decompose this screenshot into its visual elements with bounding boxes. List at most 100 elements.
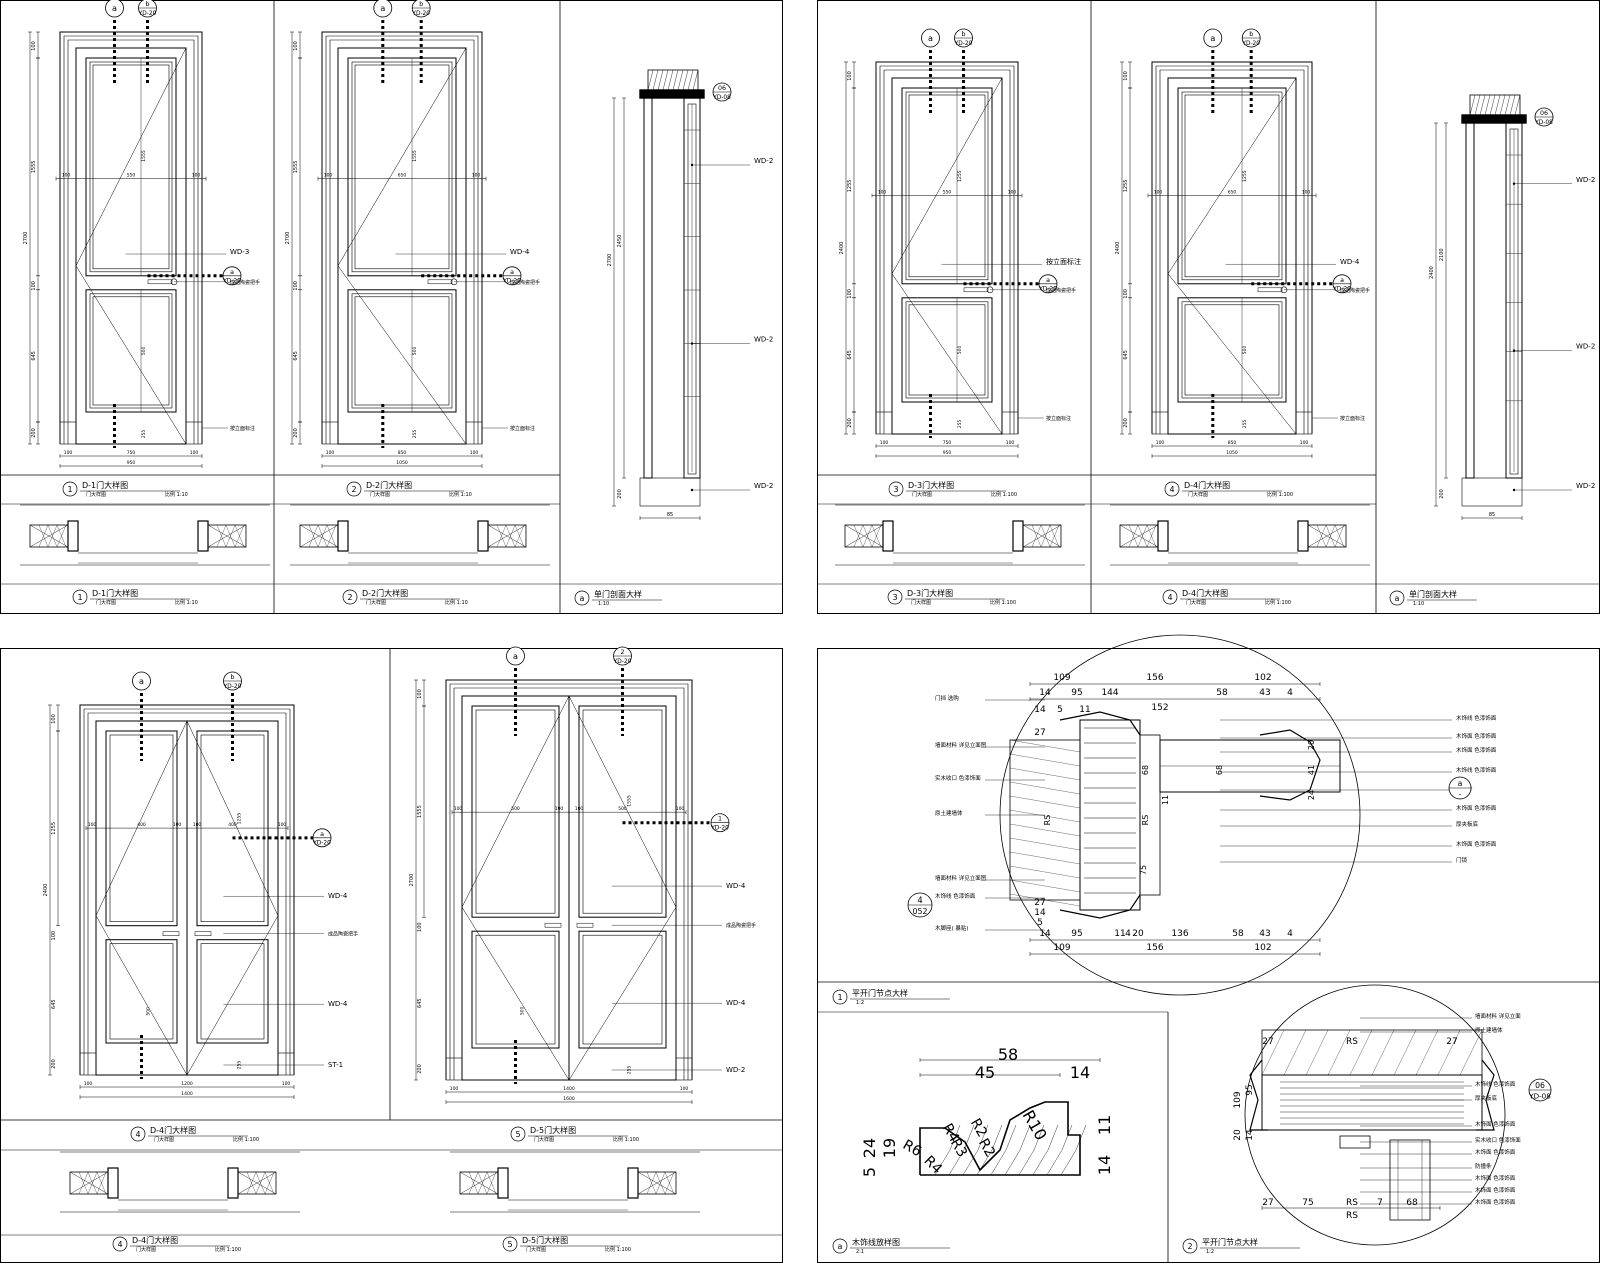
marker-top-text: b xyxy=(962,31,966,38)
dimension-text: 255 xyxy=(412,430,418,439)
dimension-text: 24 xyxy=(1307,790,1316,800)
hatch-line xyxy=(514,524,525,548)
door-swing-line xyxy=(891,77,1003,435)
dimension-text: R4 xyxy=(921,1153,946,1178)
marker-text: a xyxy=(139,676,144,686)
dimension-text: 95 xyxy=(1071,929,1082,939)
marker-top-text: a xyxy=(1046,277,1050,284)
sheet-frame-top-right xyxy=(817,0,1600,614)
jamb-left xyxy=(497,1167,509,1199)
dimension-text: 100 xyxy=(1123,71,1129,81)
hatch-line xyxy=(1009,739,1081,753)
dimension-text: 100 xyxy=(470,450,479,456)
upper-panel xyxy=(85,57,177,277)
architrave-outline xyxy=(321,31,483,444)
title-text: D-2门大样图 xyxy=(366,480,412,490)
door-handle xyxy=(427,279,453,285)
dimension-text: 14 xyxy=(1070,1063,1090,1082)
plinth-left xyxy=(1151,411,1169,435)
dimension-text: 27 xyxy=(1034,898,1045,908)
marker-circle xyxy=(132,671,151,691)
material-label: 厚夹板底 xyxy=(1456,820,1479,828)
dimension-text: 645 xyxy=(847,350,853,360)
material-label: 按立面标注 xyxy=(1340,415,1365,422)
dimension-text: 100 xyxy=(417,922,423,932)
leader-dot xyxy=(690,488,694,492)
dimension-text: RS xyxy=(1346,1037,1358,1047)
material-label: 原土建墙体 xyxy=(935,809,963,817)
dimension-text: 100 xyxy=(680,1086,689,1092)
title-number-circle xyxy=(888,481,904,497)
hatch-line xyxy=(1307,524,1347,548)
frame-left xyxy=(643,97,653,479)
door-handle xyxy=(162,931,180,936)
dimension-text: 14 xyxy=(1245,1129,1255,1141)
dimension-text: 100 xyxy=(193,822,202,828)
dimension-text: 750 xyxy=(943,440,952,446)
architrave-step xyxy=(83,708,291,1075)
plinth-section xyxy=(1461,477,1523,507)
detail-circle xyxy=(1244,984,1506,1246)
upper-panel xyxy=(347,57,457,277)
architrave-outline xyxy=(875,61,1019,434)
wood-grain-line xyxy=(1032,1124,1059,1176)
dimension-text: 5 xyxy=(860,1167,879,1177)
title-number-circle xyxy=(130,1126,146,1142)
title-number-circle xyxy=(832,989,848,1005)
reference-marker: a xyxy=(132,671,151,691)
dimension-text: 20 xyxy=(1233,1129,1243,1141)
hatch-line xyxy=(56,524,67,548)
dimension-text: 144 xyxy=(1101,688,1118,698)
dimension-text: 58 xyxy=(1216,688,1228,698)
jamb-right xyxy=(197,520,209,552)
material-label: 木饰面 色漆饰面 xyxy=(1456,746,1497,754)
dimension-text: 1555 xyxy=(417,805,423,818)
title-number-circle xyxy=(112,1236,128,1252)
hatch-line xyxy=(1261,1029,1285,1076)
dimension-text: 5 xyxy=(1037,918,1043,928)
title-number-circle xyxy=(510,1126,526,1142)
door-handle xyxy=(544,922,562,928)
marker-top-text: 1 xyxy=(718,816,722,823)
frame-left xyxy=(1465,122,1475,479)
material-label: 木饰线 色漆饰面 xyxy=(1456,714,1497,722)
wood-grain-line xyxy=(934,1124,961,1176)
title-text: D-4门大样图 xyxy=(1184,480,1230,490)
lower-panel-inner xyxy=(354,296,450,406)
leader-dot xyxy=(1512,182,1516,185)
dimension-text: 100 xyxy=(847,289,853,299)
dimension-text: 100 xyxy=(293,41,299,51)
hatch-line xyxy=(662,69,669,91)
title-number: 1 xyxy=(67,485,72,494)
hatch-line xyxy=(1009,809,1081,823)
hatch-line xyxy=(1504,94,1511,116)
dimension-text: 58 xyxy=(1232,929,1244,939)
dimension-text: 200 xyxy=(293,428,299,438)
material-label: 墙面材料 详见立面图 xyxy=(935,741,987,749)
door-handle xyxy=(963,287,989,293)
marker-bottom-text: YD-08 xyxy=(712,95,731,101)
dimension-text: 1050 xyxy=(396,460,408,466)
dimension-text: 500 xyxy=(412,346,418,355)
jamb-core xyxy=(1079,719,1141,911)
dimension-text: 100 xyxy=(51,714,57,724)
lower-panel-inner xyxy=(200,943,265,1040)
dimension-text: RS xyxy=(1043,815,1052,826)
dimension-text: 1555 xyxy=(293,161,299,174)
dimension-text: 95 xyxy=(1071,688,1082,698)
hatch-line xyxy=(1437,1029,1461,1076)
dimension-text: 100 xyxy=(1300,440,1309,446)
dimension-text: 500 xyxy=(146,1007,152,1016)
hatch-line xyxy=(237,1171,277,1195)
title-scale: 比例 1:100 xyxy=(215,1246,241,1253)
title-number: a xyxy=(580,594,585,603)
dimension-text: 41 xyxy=(1307,765,1316,775)
material-label: 木饰面 色漆饰面 xyxy=(1475,1198,1516,1206)
